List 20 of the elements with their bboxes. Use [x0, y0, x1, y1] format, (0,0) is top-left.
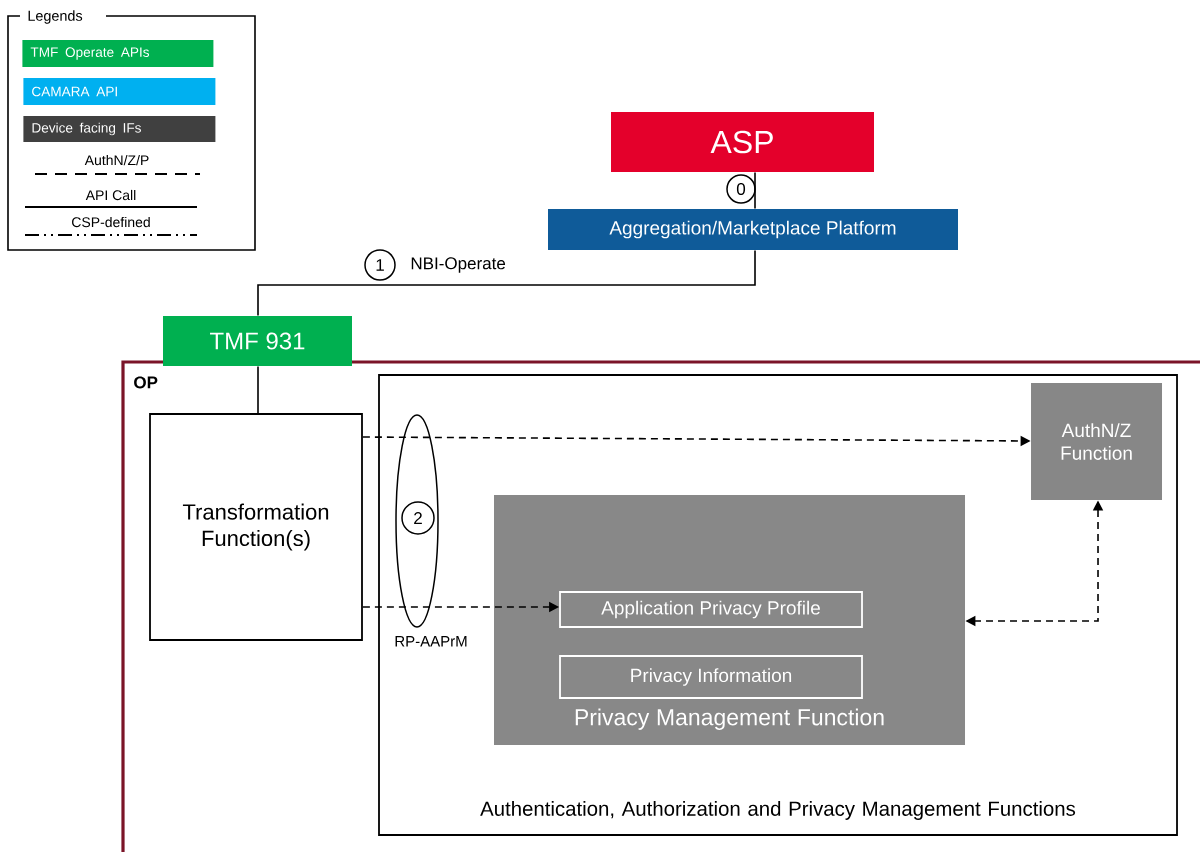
platform-box: Aggregation/Marketplace Platform [548, 209, 958, 250]
function-box: AuthN/Z Function [1031, 383, 1162, 500]
asp-box: ASP [611, 112, 874, 172]
connector-line [257, 365, 259, 414]
legend-text: CSP-defined [72, 216, 150, 228]
legend-text: AuthN/Z/P [84, 154, 149, 166]
function-box: Transformation Function(s) [149, 413, 363, 641]
connector-line [754, 171, 756, 210]
api-box: TMF 931 [163, 316, 352, 366]
step-number: 0 [726, 174, 756, 204]
interface-label: RP-AAPrM [395, 636, 467, 647]
step-number: 2 [401, 501, 435, 535]
legend-text: API Call [85, 189, 136, 201]
data-box: Privacy Information [559, 655, 863, 699]
interface-ellipse [395, 414, 439, 628]
interface-label: NBI-Operate [411, 257, 506, 273]
step-number: 1 [364, 249, 396, 281]
legend-title: Legends [28, 10, 83, 24]
connector-line [257, 249, 756, 317]
data-box: Application Privacy Profile [559, 591, 863, 628]
